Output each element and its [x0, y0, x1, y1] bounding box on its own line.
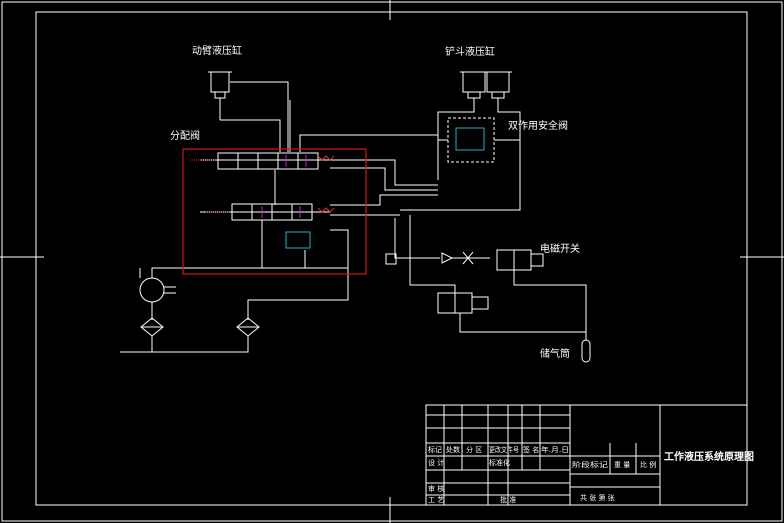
tb-design: 设 计: [428, 458, 444, 467]
boom-cylinder-label: 动臂液压缸: [192, 44, 242, 57]
double-safety-valve-label: 双作用安全阀: [508, 119, 568, 132]
tb-review: 审 核: [428, 484, 444, 493]
tb-count: 处数: [446, 445, 460, 454]
bucket-cylinder-label: 铲斗液压缸: [445, 45, 495, 58]
tb-mark: 标记: [428, 445, 442, 454]
solenoid-switch-label: 电磁开关: [540, 242, 580, 255]
tb-stage-marks: 阶段标记: [572, 460, 608, 469]
title-block: [425, 404, 748, 506]
air-tank-label: 储气筒: [540, 347, 570, 360]
tb-process: 工 艺: [428, 496, 444, 504]
tb-change-doc: 更改文件号: [489, 445, 519, 454]
tb-standardization: 标准化: [489, 458, 510, 467]
drawing-title: 工作液压系统原理图: [664, 450, 754, 463]
hydraulic-lines: [120, 71, 591, 363]
distribution-valve-label: 分配阀: [170, 129, 200, 142]
tb-zone: 分 区: [466, 445, 482, 454]
valve-spools: [190, 127, 485, 249]
tb-weight: 重 量: [614, 461, 630, 469]
tb-approve: 批 准: [500, 495, 516, 504]
distribution-valve-highlight: [182, 148, 367, 275]
tb-sheets: 共 张 第 张: [580, 493, 615, 502]
tb-scale: 比 例: [640, 460, 656, 469]
tb-date: 年.月.日: [541, 445, 569, 454]
tb-signature: 签 名: [523, 445, 539, 454]
